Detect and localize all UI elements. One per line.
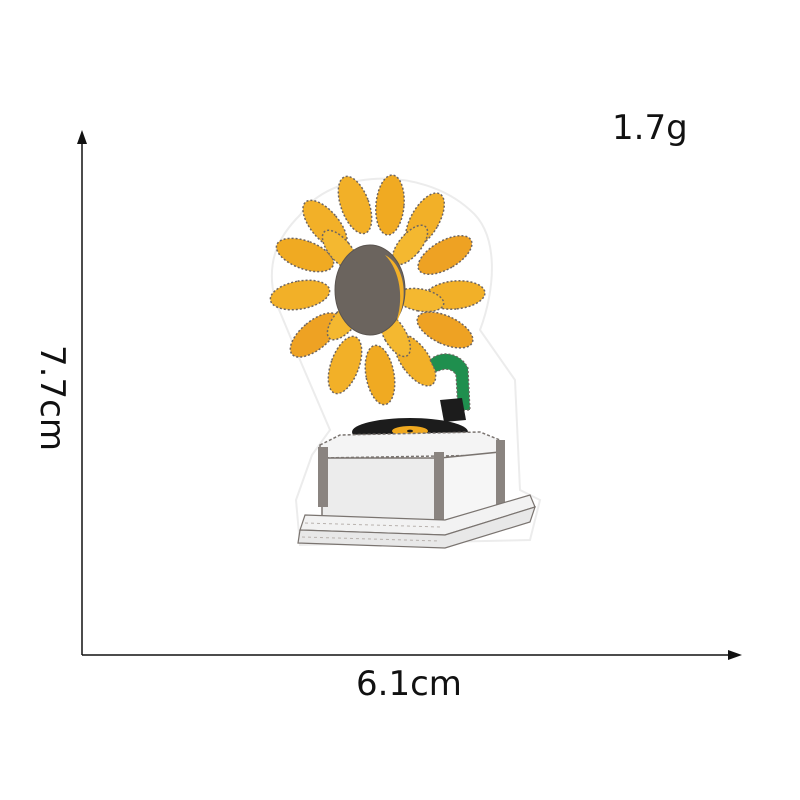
sunflower-center-highlight	[385, 255, 404, 325]
height-axis-arrow-icon	[77, 130, 87, 144]
height-dimension-label: 7.7cm	[32, 345, 72, 451]
gramophone-base-step-2	[297, 506, 536, 549]
sunflower-icon	[269, 174, 486, 406]
gramophone-lid	[319, 431, 501, 459]
width-axis-arrow-icon	[728, 650, 742, 660]
width-dimension-label: 6.1cm	[356, 664, 462, 704]
tonearm-icon	[440, 398, 466, 422]
box-post-mid	[434, 452, 444, 530]
gramophone-horn-stem	[429, 353, 471, 411]
record-spindle	[407, 429, 413, 433]
box-post-left	[318, 447, 328, 507]
weight-label: 1.7g	[612, 108, 688, 148]
sunflower-center	[334, 244, 406, 336]
base-stitch-line	[304, 522, 441, 528]
box-post-right	[496, 440, 505, 505]
base-stitch-line	[301, 536, 441, 542]
